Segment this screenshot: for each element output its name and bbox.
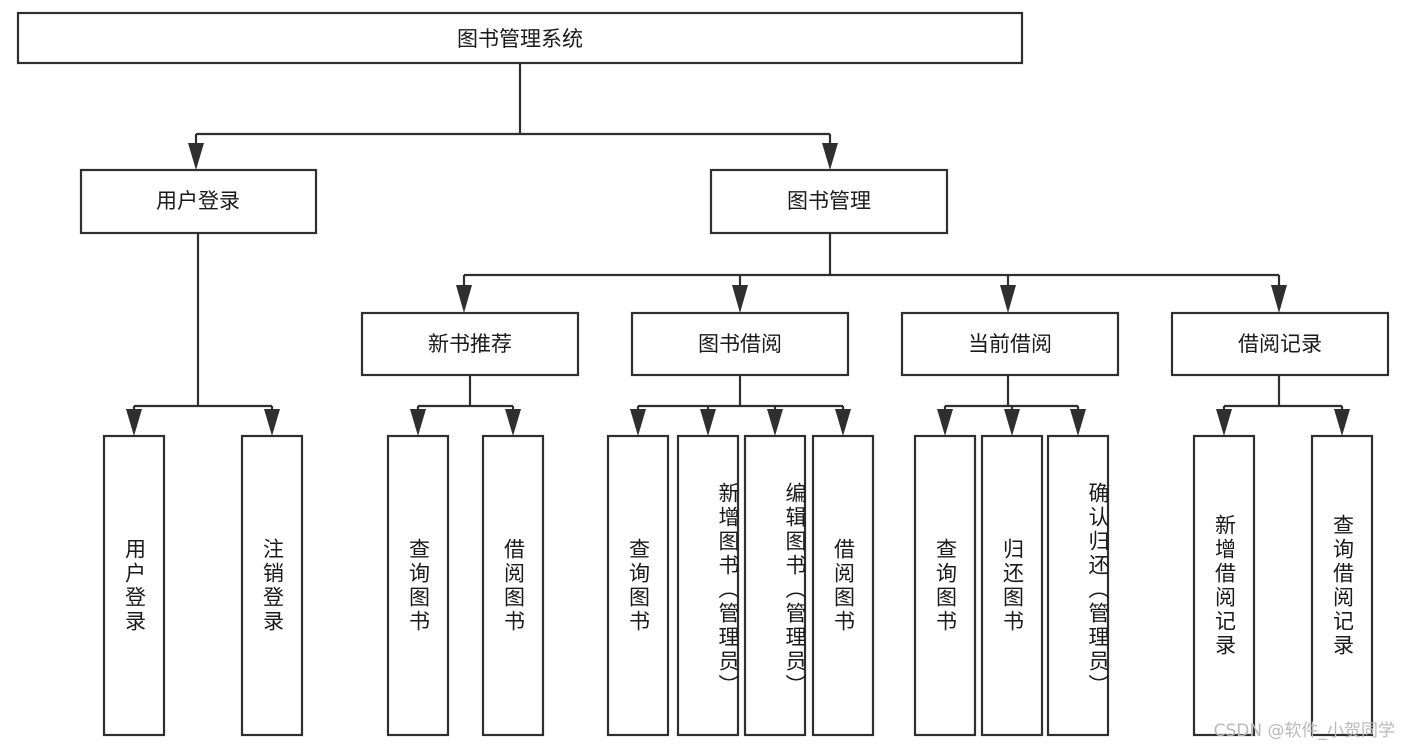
- node-new-book-recommend[interactable]: 新书推荐: [360, 311, 580, 377]
- leaf-box-user-login[interactable]: [102, 434, 166, 737]
- node-root[interactable]: 图书管理系统: [16, 11, 1024, 65]
- node-user-login-label: 用户登录: [156, 189, 240, 213]
- leaf-boxes-current-borrow: [913, 434, 1110, 737]
- connector-bookmgmt-to-level3: [456, 233, 1287, 313]
- connector-userlogin-to-leaves: [126, 233, 280, 436]
- node-book-management-label: 图书管理: [787, 189, 871, 213]
- leaf-box-edit-book-admin[interactable]: [743, 434, 807, 737]
- leaf-box-add-book-admin[interactable]: [676, 434, 740, 737]
- leaf-box-query-book-1[interactable]: [386, 434, 450, 737]
- node-book-borrow-label: 图书借阅: [698, 332, 782, 356]
- leaf-box-return-book[interactable]: [980, 434, 1044, 737]
- leaf-box-query-borrow-record[interactable]: [1310, 434, 1374, 737]
- leaf-box-query-book-3[interactable]: [913, 434, 977, 737]
- leaf-box-add-borrow-record[interactable]: [1192, 434, 1256, 737]
- node-current-borrow[interactable]: 当前借阅: [900, 311, 1120, 377]
- node-new-book-recommend-label: 新书推荐: [428, 332, 512, 356]
- connector-newbook-to-leaves: [410, 375, 521, 436]
- leaf-box-borrow-book-1[interactable]: [481, 434, 545, 737]
- leaf-boxes-borrow-record: [1192, 434, 1374, 737]
- leaf-box-logout[interactable]: [240, 434, 304, 737]
- connector-currentborrow-to-leaves: [937, 375, 1086, 436]
- leaf-box-confirm-return-admin[interactable]: [1046, 434, 1110, 737]
- leaf-boxes-new-book-recommend: [386, 434, 545, 737]
- node-borrow-record[interactable]: 借阅记录: [1170, 311, 1390, 377]
- node-current-borrow-label: 当前借阅: [968, 332, 1052, 356]
- node-user-login[interactable]: 用户登录: [79, 168, 318, 235]
- node-root-label: 图书管理系统: [457, 27, 583, 51]
- connector-bookborrow-to-leaves: [630, 375, 851, 436]
- connector-root-to-level2: [188, 63, 838, 170]
- leaf-boxes-user-login: [102, 434, 304, 737]
- leaf-box-borrow-book-2[interactable]: [811, 434, 875, 737]
- connector-borrowrecord-to-leaves: [1216, 375, 1350, 436]
- node-book-management[interactable]: 图书管理: [709, 168, 949, 235]
- csdn-watermark: CSDN @软件_小贺同学: [1213, 721, 1395, 741]
- node-book-borrow[interactable]: 图书借阅: [630, 311, 850, 377]
- leaf-boxes-book-borrow: [606, 434, 875, 737]
- leaf-box-query-book-2[interactable]: [606, 434, 670, 737]
- node-borrow-record-label: 借阅记录: [1238, 332, 1322, 356]
